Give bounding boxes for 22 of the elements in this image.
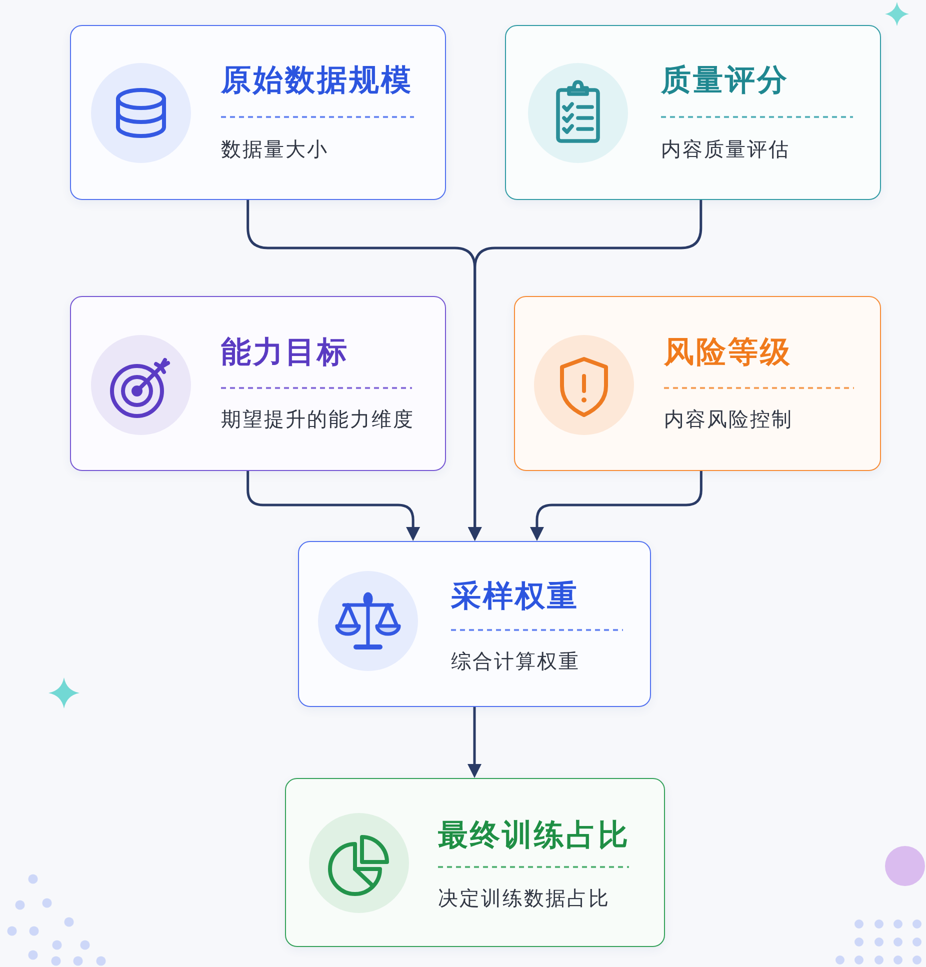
arrow — [468, 200, 702, 541]
description: 内容风险控制 — [664, 406, 793, 432]
description: 综合计算权重 — [451, 648, 580, 674]
arrow — [530, 471, 702, 541]
arrow — [246, 471, 420, 541]
description: 期望提升的能力维度 — [221, 406, 414, 432]
heading: 能力目标 — [221, 335, 349, 371]
heading: 风险等级 — [664, 335, 792, 371]
heading: 最终训练占比 — [438, 818, 630, 854]
description: 数据量大小 — [221, 136, 328, 162]
heading: 采样权重 — [451, 579, 579, 615]
process-box — [70, 296, 446, 471]
process-box — [505, 25, 881, 200]
description: 决定训练数据占比 — [438, 885, 610, 911]
heading: 原始数据规模 — [221, 63, 413, 99]
heading: 质量评分 — [661, 63, 789, 99]
description: 内容质量评估 — [661, 136, 790, 162]
process-box — [70, 25, 446, 200]
process-box — [514, 296, 881, 471]
process-box — [298, 541, 651, 707]
arrow — [468, 707, 482, 778]
process-box — [285, 778, 665, 947]
